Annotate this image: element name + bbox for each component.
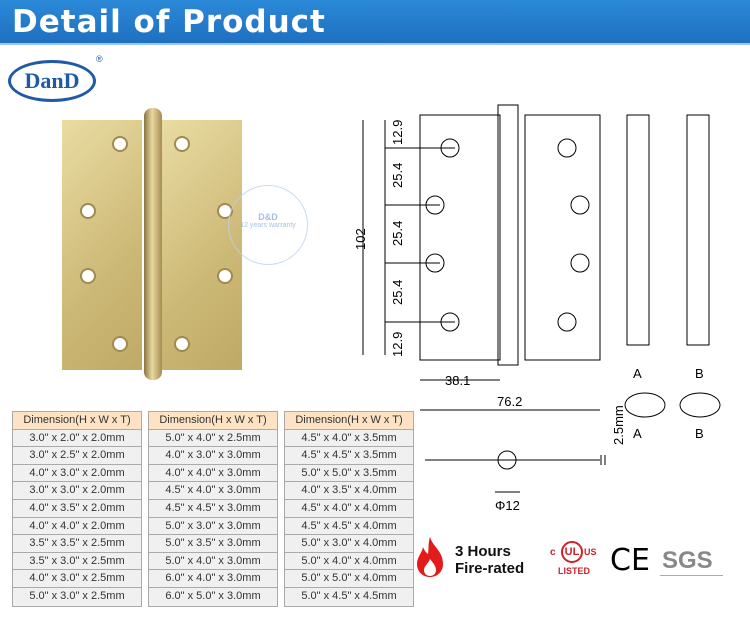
table-cell: 4.5" x 4.0" x 3.0mm	[149, 482, 277, 500]
view-a2-label: A	[633, 426, 642, 441]
table-cell: 5.0" x 4.0" x 4.0mm	[285, 552, 413, 571]
ce-mark: CE	[610, 543, 650, 578]
view-b2-label: B	[695, 426, 704, 441]
table-cell: 3.0" x 2.5" x 2.0mm	[13, 447, 141, 465]
table-cell: 4.0" x 4.0" x 2.0mm	[13, 517, 141, 536]
brand-logo: DanD	[8, 60, 96, 102]
table-cell: 5.0" x 3.0" x 4.0mm	[285, 535, 413, 553]
dim-half-width: 38.1	[445, 373, 470, 388]
table-cell: 4.0" x 3.5" x 2.0mm	[13, 499, 141, 518]
table-cell: 4.5" x 4.5" x 3.0mm	[149, 499, 277, 518]
table-cell: 5.0" x 3.0" x 3.0mm	[149, 517, 277, 536]
table-cell: 5.0" x 4.0" x 2.5mm	[149, 429, 277, 448]
table-cell: 3.0" x 3.0" x 2.0mm	[13, 482, 141, 500]
table-cell: 4.0" x 4.0" x 3.0mm	[149, 464, 277, 483]
header-banner: Detail of Product	[0, 0, 750, 45]
table-cell: 4.0" x 3.0" x 2.0mm	[13, 464, 141, 483]
table-cell: 3.0" x 2.0" x 2.0mm	[13, 429, 141, 448]
view-a-label: A	[633, 366, 642, 381]
fire-icon	[417, 537, 443, 577]
table-header: Dimension(H x W x T)	[13, 412, 141, 430]
table-cell: 5.0" x 5.0" x 4.0mm	[285, 570, 413, 588]
table-cell: 4.5" x 4.0" x 4.0mm	[285, 499, 413, 518]
table-cell: 3.5" x 3.0" x 2.5mm	[13, 552, 141, 571]
table-cell: 4.5" x 4.0" x 3.5mm	[285, 429, 413, 448]
registered-mark: ®	[96, 54, 103, 64]
table-cell: 5.0" x 4.0" x 3.0mm	[149, 552, 277, 571]
table-cell: 4.5" x 4.5" x 4.0mm	[285, 517, 413, 536]
dim-full-width: 76.2	[497, 394, 522, 409]
dim-pin: Φ12	[495, 498, 520, 513]
table-cell: 5.0" x 4.5" x 4.5mm	[285, 587, 413, 606]
sgs-logo: SGS	[660, 547, 723, 576]
table-cell: 4.0" x 3.0" x 2.5mm	[13, 570, 141, 588]
table-header: Dimension(H x W x T)	[149, 412, 277, 430]
dim-bottom-margin: 12.9	[390, 332, 405, 357]
table-cell: 5.0" x 3.5" x 3.0mm	[149, 535, 277, 553]
view-b-label: B	[695, 366, 704, 381]
ul-listed-logo: c UL US LISTED	[550, 541, 597, 583]
table-cell: 3.5" x 3.5" x 2.5mm	[13, 535, 141, 553]
dim-thickness: 2.5mm	[611, 405, 626, 445]
page-title: Detail of Product	[12, 4, 326, 40]
table-cell: 4.5" x 4.5" x 3.5mm	[285, 447, 413, 465]
table-cell: 6.0" x 4.0" x 3.0mm	[149, 570, 277, 588]
dim-pitch-3: 25.4	[390, 280, 405, 305]
dim-total-height: 102	[355, 228, 368, 250]
dim-pitch-1: 25.4	[390, 163, 405, 188]
table-cell: 5.0" x 3.0" x 2.5mm	[13, 587, 141, 606]
technical-drawing: 102 12.9 25.4 25.4 25.4 12.9 38.1 76.2 2…	[355, 104, 721, 513]
table-cell: 4.0" x 3.5" x 4.0mm	[285, 482, 413, 500]
dim-pitch-2: 25.4	[390, 221, 405, 246]
table-cell: 5.0" x 5.0" x 3.5mm	[285, 464, 413, 483]
table-cell: 4.0" x 3.0" x 3.0mm	[149, 447, 277, 465]
table-cell: 6.0" x 5.0" x 3.0mm	[149, 587, 277, 606]
table-header: Dimension(H x W x T)	[285, 412, 413, 430]
hinge-photo	[62, 108, 242, 383]
dim-top-margin: 12.9	[390, 120, 405, 145]
